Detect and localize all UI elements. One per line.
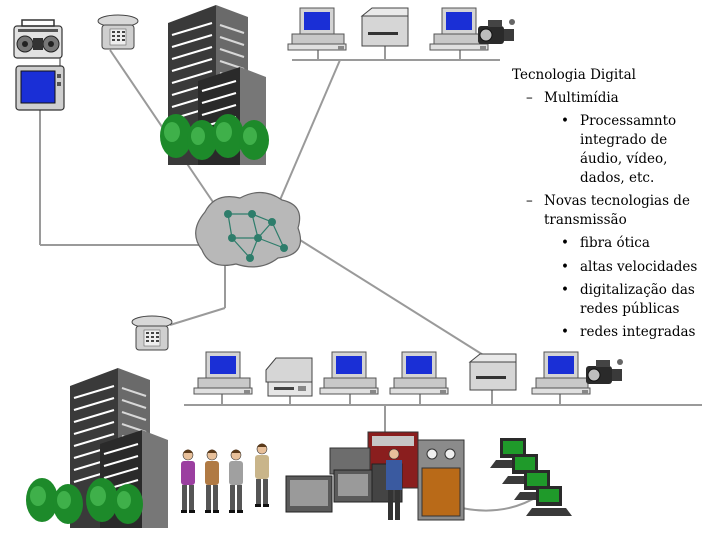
dash-marker: – [526, 193, 533, 209]
item-digitalizacao-2: redes públicas [580, 301, 680, 317]
dash-marker: – [526, 90, 533, 106]
item-processamento-1: Processamnto [580, 113, 677, 129]
item-processamento-4: dados, etc. [580, 170, 655, 186]
item-novas-1: Novas tecnologias de [544, 193, 690, 209]
telephone-icon [131, 315, 173, 351]
item-processamento-3: áudio, vídeo, [580, 151, 668, 167]
item-altas: altas velocidades [580, 259, 698, 275]
bullet-marker: • [561, 324, 569, 340]
title: Tecnologia Digital [512, 67, 636, 83]
item-multimidia: Multimídia [544, 90, 619, 106]
mainframe-icon [285, 431, 465, 521]
network-cloud-icon [195, 191, 302, 268]
bullet-marker: • [561, 113, 569, 129]
bullet-marker: • [561, 235, 569, 251]
bullet-marker: • [561, 259, 569, 275]
bullet-marker: • [561, 282, 569, 298]
printer-icon [265, 357, 313, 397]
item-fibra: fibra ótica [580, 235, 650, 251]
workstation-icon [287, 7, 347, 51]
item-digitalizacao-1: digitalização das [580, 282, 695, 298]
workstation-icon [193, 351, 253, 395]
workstation-icon [319, 351, 379, 395]
item-processamento-2: integrado de [580, 132, 668, 148]
television-icon [15, 65, 65, 111]
item-novas-2: transmissão [544, 212, 627, 228]
workstation-icon [531, 351, 591, 395]
server-icon [468, 353, 517, 391]
workstation-icon [389, 351, 449, 395]
printer-icon [360, 7, 409, 47]
video-camera-icon [585, 358, 624, 385]
terminals-icon [490, 438, 572, 516]
item-integradas: redes integradas [580, 324, 696, 340]
telephone-icon [97, 14, 139, 50]
video-camera-icon [477, 18, 516, 45]
boombox-icon [13, 19, 63, 59]
people-icon [180, 443, 270, 514]
